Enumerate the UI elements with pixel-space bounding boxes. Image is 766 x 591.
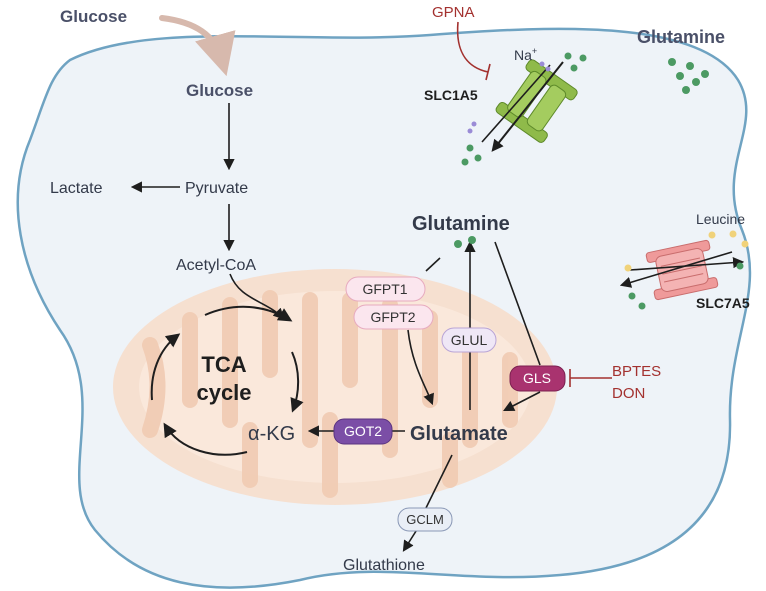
glutamine-molecules-transporter <box>461 52 587 166</box>
glutamine-outside-label: Glutamine <box>637 27 725 47</box>
glutamine-molecules-outside <box>668 58 709 94</box>
slc7a5-transporter <box>619 239 745 301</box>
tca-cycle-arrows <box>150 305 304 456</box>
glutamate-label: Glutamate <box>410 423 508 445</box>
glul-label: GLUL <box>451 332 488 348</box>
tca-label-line1: TCA <box>201 352 246 377</box>
gfpt1-box <box>345 276 426 302</box>
pyruvate-label: Pyruvate <box>185 180 248 197</box>
sodium-molecules <box>467 61 551 134</box>
glutamine-to-gls-line <box>494 241 541 366</box>
glutamate-to-gclm-line <box>424 454 453 511</box>
glucose-outside-label: Glucose <box>60 7 127 26</box>
slc7a5-label: SLC7A5 <box>696 295 750 311</box>
gfpt1-label: GFPT1 <box>362 281 407 297</box>
lactate-label: Lactate <box>50 180 103 197</box>
got2-box <box>333 418 393 445</box>
gls-to-glutamate-arrow <box>503 391 541 412</box>
gfpt2-label: GFPT2 <box>370 309 415 325</box>
glutamine-molecules-slc7a5 <box>628 262 744 310</box>
tca-label-line2: cycle <box>196 380 251 405</box>
don-label: DON <box>612 385 645 402</box>
acetylcoa-label: Acetyl-CoA <box>176 257 256 274</box>
gfpt-link-line <box>425 257 441 272</box>
glul-box <box>441 327 497 353</box>
slc1a5-label: SLC1A5 <box>424 87 478 103</box>
gls-box <box>509 365 566 392</box>
gclm-label: GCLM <box>406 512 444 527</box>
gfpt2-box <box>353 304 434 330</box>
mitochondrion <box>113 269 557 505</box>
leucine-label: Leucine <box>696 211 745 227</box>
got2-label: GOT2 <box>344 423 382 439</box>
gclm-to-glutathione-arrow <box>402 527 419 552</box>
gpna-inhibition-line <box>456 21 489 73</box>
leucine-molecules <box>624 230 749 272</box>
gpna-inhibition-bar <box>485 63 491 81</box>
glucose-inside-label: Glucose <box>186 81 253 100</box>
glutamine-inside-label: Glutamine <box>412 213 510 235</box>
slc1a5-transporter <box>481 59 578 152</box>
glutamine-molecules-inside <box>454 236 476 248</box>
sodium-label: Na+ <box>514 46 537 63</box>
gclm-box <box>397 507 453 532</box>
glucose-entry-arrow <box>159 15 236 77</box>
bptes-label: BPTES <box>612 363 661 380</box>
gfpt-to-glutamate-arrow <box>407 329 434 406</box>
gpna-label: GPNA <box>432 4 475 21</box>
glutathione-label: Glutathione <box>343 557 425 574</box>
gls-label: GLS <box>523 370 551 386</box>
akg-label: α-KG <box>248 423 295 445</box>
